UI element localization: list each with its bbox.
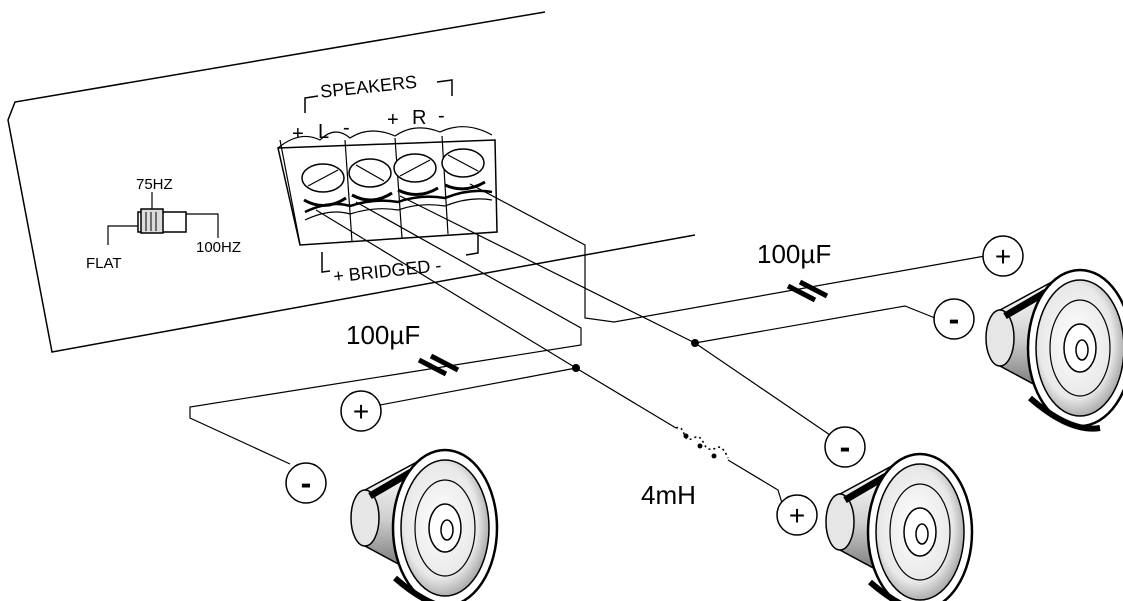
inductor-label: 4mH bbox=[641, 480, 696, 510]
svg-text:+: + bbox=[995, 241, 1011, 272]
speakers-bracket bbox=[304, 79, 453, 113]
terminal-label-l: L bbox=[318, 121, 329, 143]
svg-text:-: - bbox=[301, 465, 312, 501]
terminal-screw-1 bbox=[301, 163, 347, 207]
bridged-bracket bbox=[321, 235, 479, 273]
terminal-label-l-plus: + bbox=[292, 123, 304, 145]
terminal-label-r-minus: - bbox=[438, 105, 445, 127]
svg-text:+: + bbox=[789, 500, 805, 531]
speaker-bottom-right-minus: - bbox=[824, 426, 866, 468]
terminal-label-r: R bbox=[412, 107, 426, 129]
speaker-top-right-plus: + bbox=[982, 235, 1024, 277]
switch-label-flat: FLAT bbox=[86, 255, 122, 272]
svg-text:-: - bbox=[840, 429, 851, 465]
junction-dot-right bbox=[691, 339, 699, 347]
speaker-bottom-right bbox=[826, 454, 972, 601]
terminal-label-r-plus: + bbox=[387, 109, 399, 131]
speaker-left-plus: + bbox=[340, 390, 382, 432]
capacitor-right-symbol bbox=[786, 279, 829, 303]
terminal-screw-3 bbox=[393, 153, 439, 196]
speaker-wiring bbox=[189, 183, 986, 514]
terminal-block bbox=[277, 126, 498, 246]
speakers-label: SPEAKERS bbox=[319, 72, 418, 102]
speaker-bottom-right-plus: + bbox=[776, 494, 818, 536]
junction-dot-left bbox=[572, 364, 580, 372]
switch-label-100hz: 100HZ bbox=[196, 239, 241, 256]
amplifier-chassis bbox=[7, 11, 696, 353]
terminal-screw-4 bbox=[441, 148, 486, 191]
capacitor-left-symbol bbox=[417, 353, 460, 377]
inductor-coil bbox=[675, 426, 729, 459]
svg-text:+: + bbox=[353, 396, 369, 427]
speaker-top-right bbox=[986, 270, 1123, 429]
speaker-top-right-minus: - bbox=[933, 298, 975, 340]
capacitor-right-label: 100µF bbox=[757, 239, 831, 269]
bridged-label: + BRIDGED - bbox=[332, 255, 442, 286]
svg-text:-: - bbox=[949, 301, 960, 337]
crossover-switch bbox=[107, 192, 219, 245]
capacitor-left-label: 100µF bbox=[346, 320, 420, 350]
switch-label-75hz: 75HZ bbox=[136, 176, 173, 193]
speaker-left-minus: - bbox=[285, 462, 327, 504]
terminal-label-l-minus: - bbox=[343, 117, 350, 139]
speaker-left bbox=[351, 450, 497, 601]
